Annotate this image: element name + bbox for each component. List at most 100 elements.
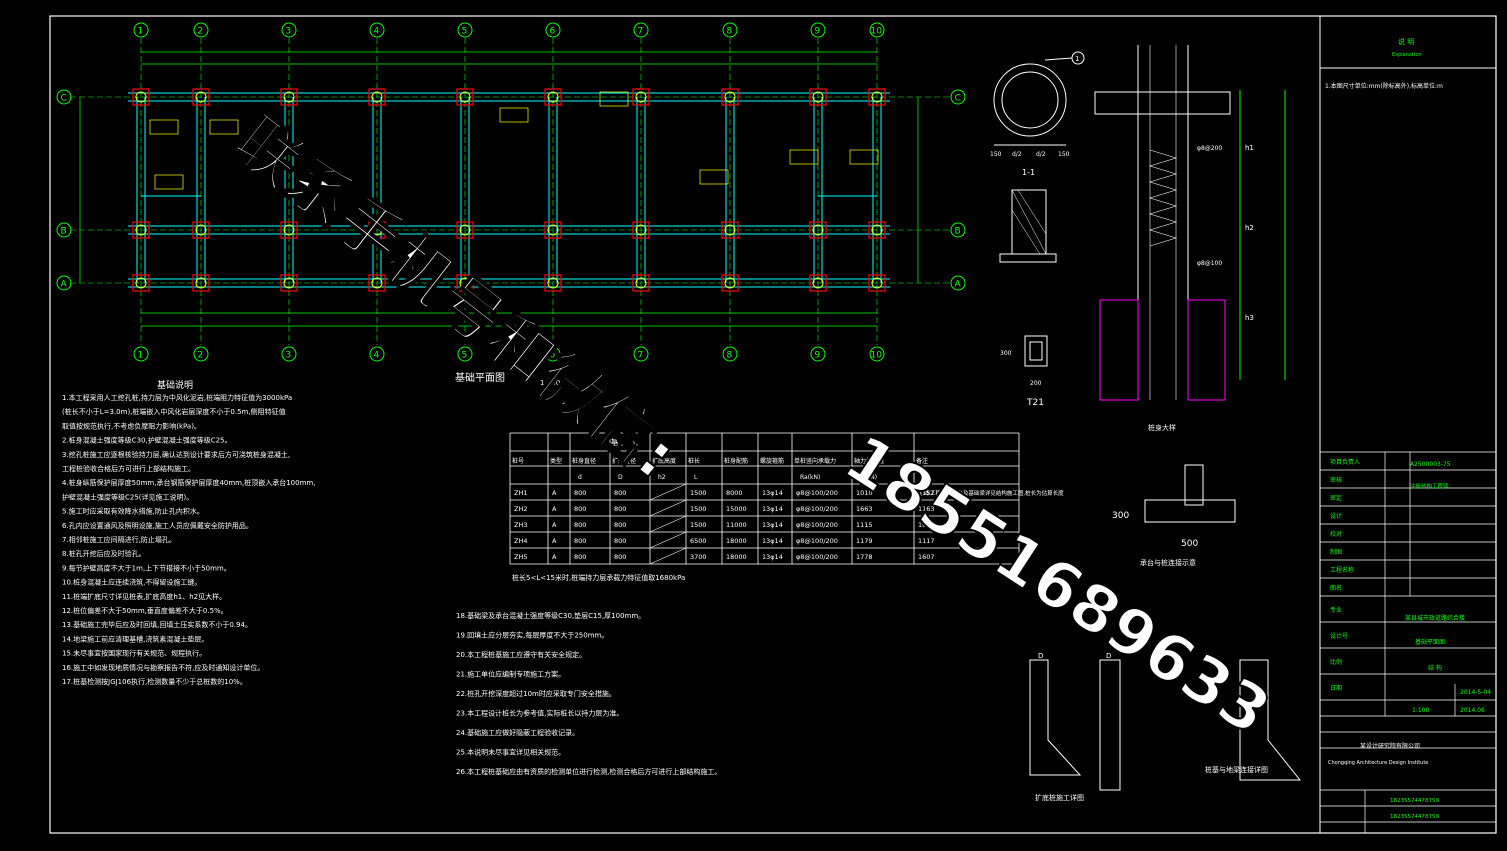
grid-bubble: [869, 346, 885, 362]
pile: [871, 277, 883, 289]
note-line: 11.桩端扩底尺寸详见桩表,扩底高度h1、h2见大样。: [62, 592, 226, 601]
title-block: 说 明 Explanation 1.本图尺寸单位:mm(除标高外),标高单位:m…: [1319, 16, 1496, 833]
pile-section-circle-inner: [1001, 71, 1059, 129]
grid-col-label: 8: [727, 351, 733, 361]
grid-col-label: 6: [550, 351, 556, 361]
table-cell: 800: [574, 521, 586, 529]
grid-col-label: 9: [815, 27, 821, 37]
dim-d2-right: d/2: [1036, 151, 1046, 158]
table-cell: 800: [614, 505, 626, 513]
t21-label: T21: [1026, 398, 1044, 408]
watermark-chinese: 联系手机号和微信:: [220, 104, 689, 493]
stirrup-label-2: φ8@100: [1197, 260, 1222, 267]
pile-cap: [368, 274, 386, 292]
pile: [724, 91, 736, 103]
table-cell: A: [552, 489, 557, 497]
notes-title: 基础说明: [157, 379, 193, 391]
note-line: 25.本说明未尽事宜详见相关规范。: [456, 748, 565, 757]
title-block-label: 设计: [1330, 512, 1342, 520]
hatch-line: [1011, 189, 1047, 255]
bell-pile-detail: [1239, 659, 1302, 781]
grid-col-label: 3: [286, 351, 292, 361]
title-block-scale: 1:100: [1412, 707, 1429, 714]
note-line: 4.桩身纵筋保护层厚度50mm,承台钢筋保护层厚度40mm,桩顶嵌入承台100m…: [62, 478, 315, 487]
pile-cap: [132, 274, 150, 292]
note-line: 20.本工程桩基施工应遵守有关安全规定。: [456, 650, 586, 659]
table-cell: 800: [614, 521, 626, 529]
table-group-header: 桩 基 尺 寸: [600, 437, 640, 447]
wall-section: [1184, 464, 1204, 506]
table-cell: 800: [614, 537, 626, 545]
grid-bubble: [56, 89, 72, 105]
pile-cap: [192, 88, 210, 106]
grid-bubble: [545, 22, 561, 38]
table-cell: 1010: [856, 489, 873, 497]
title-block-label: 校对: [1330, 530, 1342, 538]
table-cell: 800: [574, 537, 586, 545]
footing-section: [1144, 499, 1236, 523]
table-cell: 800: [574, 489, 586, 497]
table-cell: 11000: [726, 521, 747, 529]
pile: [812, 224, 824, 236]
table-subheader: N(kN): [860, 474, 877, 481]
table-cell: 1607: [918, 553, 935, 561]
pile: [459, 224, 471, 236]
pile-note-box: [789, 149, 819, 165]
t21-stirrup: [1029, 341, 1043, 361]
title-block-note: 1.本图尺寸单位:mm(除标高外),标高单位:m: [1325, 82, 1443, 90]
title-block-discipline: 结 构: [1428, 664, 1442, 672]
t21-beam-section: [1024, 335, 1048, 367]
detail-title-1: 桩身大样: [1148, 423, 1176, 432]
title-block-cert: 注册结构工程师: [1410, 482, 1449, 490]
table-cell: 1163: [918, 505, 935, 513]
detail-title-2: 承台与桩连接示意: [1140, 558, 1196, 567]
table-cell: 1042: [918, 521, 935, 529]
grid-col-label: 2: [198, 27, 204, 37]
plan-title: 基础平面图: [455, 371, 505, 384]
pile-cap: [721, 88, 739, 106]
pile-cap: [544, 88, 562, 106]
table-cell: A: [552, 553, 557, 561]
grid-col-label: 1: [138, 351, 144, 361]
pile-cap: [868, 221, 886, 239]
grid-bubble: [193, 22, 209, 38]
grid-bubble: [950, 222, 966, 238]
dim-h3: h3: [1245, 314, 1254, 322]
table-cell: 8000: [726, 489, 743, 497]
table-cell: φ8@100/200: [796, 537, 838, 545]
grid-row-label: C: [61, 94, 67, 104]
table-header: 类型: [550, 457, 562, 465]
table-subheader: d: [578, 474, 582, 481]
grid-bubble: [193, 346, 209, 362]
bell-pile-left: [1029, 659, 1082, 776]
dim-d2-left: d/2: [1012, 151, 1022, 158]
dim-200: 200: [1030, 380, 1042, 387]
table-cell: 13φ14: [762, 553, 783, 561]
pile-cap: [280, 88, 298, 106]
pile-cap: [868, 88, 886, 106]
pile-note-box: [599, 91, 629, 107]
title-block-company: 某设计研究院有限公司: [1360, 742, 1420, 750]
table-empty-slash: [649, 547, 687, 565]
pile-table-footnote: 桩长5<L<15米时,桩端持力层承载力特征值取1680kPa: [512, 573, 685, 582]
grid-col-label: 7: [638, 27, 644, 37]
note-line: 18.基础梁及承台混凝土强度等级C30,垫层C15,厚100mm。: [456, 611, 645, 620]
table-cell: 3700: [690, 553, 707, 561]
table-subheader: D: [618, 474, 623, 481]
grid-bubble: [722, 346, 738, 362]
pile-cap: [544, 221, 562, 239]
table-header: 桩长: [688, 457, 700, 465]
pile: [812, 91, 824, 103]
grid-col-label: 7: [638, 351, 644, 361]
grid-col-label: 2: [198, 351, 204, 361]
grid-bubble: [56, 275, 72, 291]
label-D-left: D: [1038, 652, 1043, 660]
note-line: 5.施工时应采取有效降水措施,防止孔内积水。: [62, 507, 204, 516]
table-cell: A: [552, 521, 557, 529]
pile-cap: [809, 221, 827, 239]
note-line: 3.挖孔桩施工应逐根核验持力层,确认达到设计要求后方可浇筑桩身混凝土,: [62, 450, 290, 459]
table-cell: ZH2: [514, 505, 527, 513]
table-cell: ZH5: [514, 553, 527, 561]
pile-cap: [280, 221, 298, 239]
